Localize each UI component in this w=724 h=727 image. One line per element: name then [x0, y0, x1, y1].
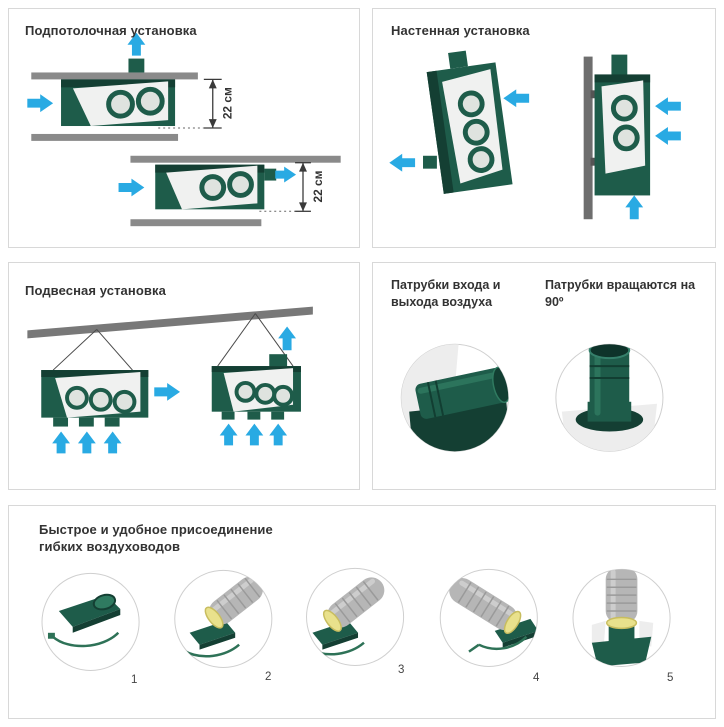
wall-unit-left [389, 50, 530, 194]
suspended-install-illustration [27, 306, 313, 454]
arrow-right-icon [27, 94, 54, 113]
step-number-1: 1 [131, 674, 138, 686]
ceiling-variant-top: 22 см [27, 32, 235, 141]
inlet-pipe-photo [401, 344, 509, 452]
suspended-unit-right [211, 313, 301, 446]
ports-inlet-outlet-title: Патрубки входа и выхода воздуха [391, 278, 501, 309]
arrow-up-icon [127, 32, 146, 56]
duct-connection-illustration [41, 567, 671, 671]
arrow-up-icon [52, 431, 71, 454]
arrow-right-icon [275, 166, 297, 183]
panel-wall-install: Настенная установка [372, 8, 716, 248]
arrow-up-icon [77, 431, 96, 454]
step-art-2 [183, 576, 263, 658]
panel-wall-title: Настенная установка [391, 23, 530, 38]
step-art-4 [449, 578, 538, 653]
wall-unit-right [583, 54, 681, 220]
panel-ports-detail: Патрубки входа и выхода воздуха Патрубки… [372, 262, 716, 490]
arrow-up-icon [269, 423, 288, 446]
dimension-label-bottom: 22 см [311, 171, 325, 203]
panel-ceiling-install: Подпотолочная установка [8, 8, 360, 248]
step-number-2: 2 [265, 671, 272, 683]
step-number-5: 5 [667, 672, 674, 684]
arrow-left-icon [655, 127, 681, 145]
suspended-unit-left [41, 329, 181, 454]
wall-install-illustration [389, 50, 681, 220]
arrow-up-icon [278, 326, 297, 351]
ports-detail-illustration [400, 343, 664, 452]
arrow-up-icon [625, 195, 644, 220]
ceiling-install-illustration: 22 см [27, 32, 341, 227]
dimension-label-top: 22 см [221, 87, 235, 119]
step-art-3 [307, 577, 385, 656]
ports-rotate-title: Патрубки вращаются на 90º [545, 278, 696, 309]
panel-suspended-title: Подвесная установка [25, 283, 166, 298]
ceiling-variant-bottom: 22 см [118, 155, 341, 227]
arrow-left-icon [389, 153, 416, 172]
arrow-left-icon [503, 89, 530, 108]
panel-ceiling-title: Подпотолочная установка [25, 23, 197, 38]
arrow-left-icon [655, 97, 681, 116]
panel-connection-title: Быстрое и удобное присоединение гибких в… [39, 522, 273, 554]
panel-duct-connection: Быстрое и удобное присоединение гибких в… [8, 505, 716, 719]
arrow-up-icon [219, 423, 238, 446]
arrow-up-icon [245, 423, 264, 446]
panel-suspended-install: Подвесная установка [8, 262, 360, 490]
row-middle: Подвесная установка [8, 262, 716, 490]
step-number-4: 4 [533, 672, 540, 684]
row-top: Подпотолочная установка [8, 8, 716, 248]
arrow-up-icon [103, 431, 122, 454]
step-number-3: 3 [398, 664, 405, 676]
step-art-5 [591, 569, 654, 667]
arrow-right-icon [118, 178, 145, 197]
step-art-1 [47, 593, 121, 648]
arrow-right-icon [154, 382, 181, 401]
